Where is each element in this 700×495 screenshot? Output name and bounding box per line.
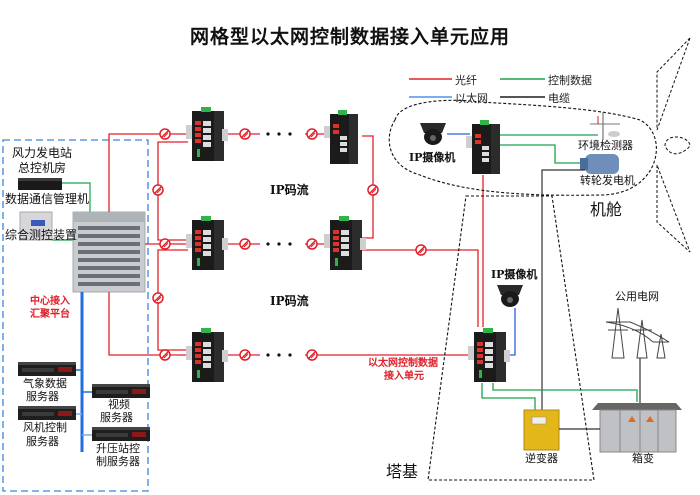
legend-fiber-label: 光纤 [455, 74, 477, 87]
nacelle-camera-label: IP摄像机 [409, 151, 456, 164]
fiber-connector [159, 128, 171, 140]
nacelle-access-unit [466, 120, 500, 174]
page-title: 网格型以太网控制数据接入单元应用 [189, 26, 510, 48]
data-comm-manager-device [18, 178, 62, 190]
ip-stream-label: IP码流 [270, 183, 309, 197]
box-transformer [592, 403, 682, 453]
substation-server-label-line1: 升压站控 [96, 442, 140, 455]
fiber-connector [152, 292, 164, 304]
nacelle-title: 机舱 [590, 200, 623, 219]
legend-cable-label: 电缆 [548, 92, 570, 105]
weather-server-label-line2: 服务器 [26, 390, 59, 403]
video-server [92, 384, 150, 398]
nacelle-boundary [388, 99, 657, 196]
substation-control-server [92, 427, 150, 441]
weather-server-label-line1: 气象数据 [23, 377, 67, 390]
fiber-connector [239, 349, 251, 361]
weather-server [18, 362, 76, 376]
ellipsis-top [266, 132, 292, 136]
control-room-title-line2: 总控机房 [18, 161, 67, 175]
fiber-connector [367, 184, 379, 196]
access-unit-label-line2: 接入单元 [384, 371, 424, 382]
video-server-label-line2: 服务器 [100, 411, 133, 424]
fiber-connector [159, 349, 171, 361]
access-unit-label-line1: 以太网控制数据 [368, 358, 438, 369]
tower-access-unit [468, 328, 510, 382]
fiber-connector [306, 238, 318, 250]
video-server-label-line1: 视频 [108, 398, 130, 411]
substation-server-label-line2: 制服务器 [96, 455, 140, 468]
turbine-server-label-line1: 风机控制 [23, 421, 67, 434]
blade-bottom [656, 164, 691, 253]
ip-stream-label: IP码流 [270, 294, 309, 308]
fiber-connector [152, 184, 164, 196]
inverter-label: 逆变器 [525, 452, 558, 465]
integrated-monitor-device [19, 211, 53, 241]
tower-ip-camera [497, 285, 523, 307]
aggregation-platform-label-line1: 中心接入 [30, 296, 70, 307]
fiber-connector [239, 128, 251, 140]
nacelle-ip-camera [420, 123, 446, 145]
tower-base-title: 塔基 [386, 462, 419, 481]
inverter [523, 409, 560, 451]
blade-top [656, 37, 691, 131]
tower-camera-label: IP摄像机 [491, 268, 538, 281]
fiber-connector [306, 349, 318, 361]
turbine-control-server [18, 406, 76, 420]
control-room-title-line1: 风力发电站 [12, 146, 73, 160]
generator-label: 转轮发电机 [580, 174, 635, 187]
tower-boundary [427, 195, 595, 481]
access-switch [324, 110, 358, 164]
public-grid-label: 公用电网 [615, 290, 659, 303]
legend-ethernet-label: 以太网 [455, 92, 488, 105]
legend-control-label: 控制数据 [548, 74, 592, 87]
generator [580, 154, 619, 174]
public-grid-towers [605, 307, 670, 359]
integrated-monitor-label: 综合测控装置 [5, 228, 78, 242]
aggregation-platform-label-line2: 汇聚平台 [30, 309, 70, 320]
access-switch [186, 107, 228, 161]
access-switch [186, 328, 228, 382]
access-switch [186, 216, 228, 270]
hub [664, 136, 691, 155]
environment-detector [590, 112, 620, 140]
box-transformer-label: 箱变 [632, 452, 654, 465]
fiber-connector [415, 244, 427, 256]
env-detector-label: 环境检测器 [578, 139, 633, 152]
access-switch [324, 216, 366, 270]
fiber-connector [159, 238, 171, 250]
ellipsis-bottom [266, 353, 292, 357]
aggregation-platform [72, 211, 146, 293]
fiber-connector [306, 128, 318, 140]
fiber-connector [239, 238, 251, 250]
turbine-server-label-line2: 服务器 [26, 435, 59, 448]
control-room-boundary [2, 139, 149, 492]
ellipsis-middle [266, 242, 292, 246]
data-comm-manager-label: 数据通信管理机 [5, 192, 90, 206]
